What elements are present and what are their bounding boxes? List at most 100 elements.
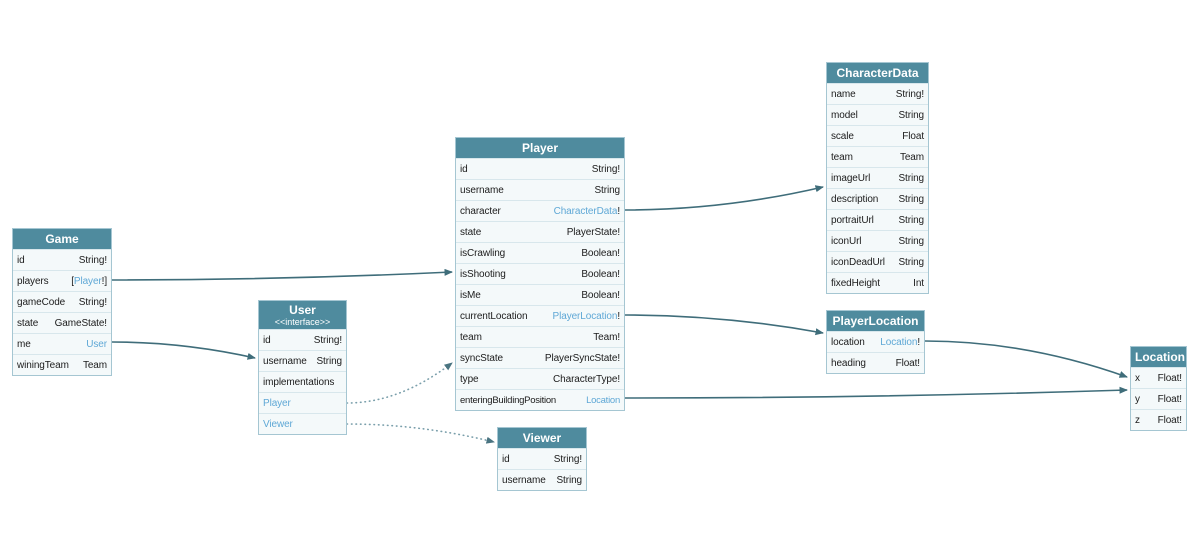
field-type: Team (83, 360, 107, 371)
field-type-link[interactable]: Location (586, 394, 620, 406)
entity-playerlocation-header[interactable]: PlayerLocation (827, 311, 924, 331)
edge-player-enteringbuildingposition-to-location (624, 386, 1128, 399)
field-type-link[interactable]: User (86, 338, 107, 350)
entity-game-header[interactable]: Game (13, 229, 111, 249)
field-type-text: String (556, 474, 582, 486)
field-label: currentLocation (460, 310, 528, 322)
field-type-text: String (898, 109, 924, 121)
field-type: String! (896, 89, 924, 100)
field-player-id[interactable]: id String! (456, 158, 624, 179)
entity-characterdata-header[interactable]: CharacterData (827, 63, 928, 83)
field-type: GameState! (55, 318, 107, 329)
entity-characterdata-title: CharacterData (836, 66, 919, 80)
field-label: character (460, 205, 501, 217)
field-type-text: String! (895, 88, 924, 100)
field-user-Viewer[interactable]: Viewer (259, 413, 346, 434)
field-type-text: [ (71, 275, 74, 287)
field-type: String! (592, 164, 620, 175)
field-user-Player[interactable]: Player (259, 392, 346, 413)
field-label: scale (831, 130, 854, 142)
field-label: x (1135, 372, 1140, 384)
field-label: y (1135, 393, 1140, 405)
entity-game-title: Game (45, 232, 79, 246)
field-type-text: CharacterType! (553, 373, 620, 385)
field-type-text: Team (899, 151, 924, 163)
field-type: PlayerState! (567, 227, 620, 238)
field-label: description (831, 193, 879, 205)
field-game-winingTeam[interactable]: winingTeam Team (13, 354, 111, 375)
edge-game-players-to-player (111, 268, 453, 281)
entity-player-header[interactable]: Player (456, 138, 624, 158)
field-type-link[interactable]: CharacterData (553, 205, 618, 217)
edge-user-player-to-player (346, 362, 453, 404)
field-type: Float! (1158, 415, 1183, 426)
field-type: Location (586, 395, 620, 406)
field-game-players[interactable]: players[Player!] (13, 270, 111, 291)
field-type: Boolean! (581, 248, 620, 259)
field-label: implementations (263, 376, 335, 388)
field-type: PlayerSyncState! (545, 353, 620, 364)
field-type: String (898, 173, 924, 184)
field-type: String (898, 215, 924, 226)
field-label: isShooting (460, 268, 506, 280)
entity-viewer-title: Viewer (522, 431, 562, 445)
entity-location-header[interactable]: Location (1131, 347, 1186, 367)
field-label: winingTeam (17, 359, 69, 371)
field-type: Int (913, 278, 924, 289)
field-label: iconUrl (831, 235, 862, 247)
entity-viewer-header[interactable]: Viewer (498, 428, 586, 448)
entity-user-title: User (289, 303, 316, 317)
entity-user-header[interactable]: User<<interface>> (259, 301, 346, 329)
field-type: String (898, 257, 924, 268)
field-type-text: Int (913, 277, 924, 289)
field-user-implementations[interactable]: implementations (259, 371, 346, 392)
field-type-text: Boolean! (581, 247, 620, 259)
field-type: [Player!] (71, 276, 107, 287)
field-type-suffix: ! (917, 336, 920, 348)
field-label: id (460, 163, 468, 175)
field-type-link[interactable]: PlayerLocation (552, 310, 618, 322)
field-type-link[interactable]: Player (73, 275, 102, 287)
field-type-text: PlayerState! (566, 226, 620, 238)
field-type-link[interactable]: Location (880, 336, 918, 348)
